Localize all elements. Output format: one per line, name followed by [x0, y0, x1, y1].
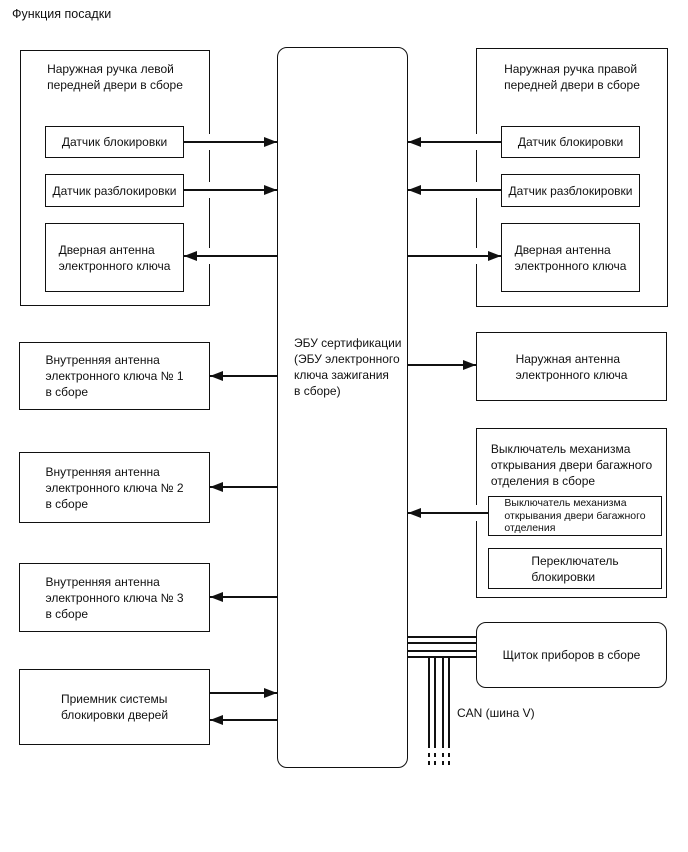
arrow-line-ecu-to-indoor-antenna-2	[210, 486, 277, 488]
node-door-lock-receiver-label: Приемник системы блокировки дверей	[60, 692, 169, 722]
can-bus-dash	[442, 761, 450, 765]
node-left-door-key-antenna-label: Дверная антенна электронного ключа	[58, 242, 171, 273]
node-ecu: ЭБУ сертификации (ЭБУ электронного ключа…	[277, 47, 408, 768]
node-luggage-door-switch-assembly-label: Выключатель механизма открывания двери б…	[490, 442, 653, 488]
node-indoor-key-antenna-3: Внутренняя антенна электронного ключа № …	[19, 563, 210, 632]
arrow-line-receiver-to-ecu	[210, 692, 277, 694]
node-left-lock-sensor-label: Датчик блокировки	[61, 135, 168, 149]
arrow-line-ecu-to-right-door-antenna	[408, 255, 501, 257]
arrow-line-ecu-to-indoor-antenna-3	[210, 596, 277, 598]
node-outside-key-antenna: Наружная антенна электронного ключа	[476, 332, 667, 401]
node-indoor-key-antenna-2-label: Внутренняя антенна электронного ключа № …	[45, 464, 184, 511]
arrowhead-right-icon	[264, 688, 277, 698]
node-instrument-cluster-label: Щиток приборов в сборе	[502, 648, 641, 662]
arrowhead-right-icon	[264, 137, 277, 147]
node-door-lock-receiver: Приемник системы блокировки дверей	[19, 669, 210, 745]
arrow-line-left-unlock-to-ecu	[184, 189, 277, 191]
node-right-front-door-handle: Наружная ручка правой передней двери в с…	[476, 48, 668, 307]
can-bus-vertical-line-1	[428, 658, 436, 748]
can-bus-label: CAN (шина V)	[457, 706, 535, 720]
arrowhead-right-icon	[488, 251, 501, 261]
node-luggage-door-opener-switch: Выключатель механизма открывания двери б…	[488, 496, 662, 536]
arrow-line-left-lock-to-ecu	[184, 141, 277, 143]
node-right-door-key-antenna-label: Дверная антенна электронного ключа	[514, 242, 627, 273]
node-indoor-key-antenna-1: Внутренняя антенна электронного ключа № …	[19, 342, 210, 410]
node-lock-switch: Переключатель блокировки	[488, 548, 662, 589]
arrow-line-ecu-to-receiver	[210, 719, 277, 721]
node-right-lock-sensor: Датчик блокировки	[501, 126, 640, 158]
arrowhead-left-icon	[210, 592, 223, 602]
node-right-front-door-handle-label: Наружная ручка правой передней двери в с…	[504, 62, 640, 92]
arrowhead-left-icon	[184, 251, 197, 261]
arrow-line-ecu-to-indoor-antenna-1	[210, 375, 277, 377]
node-right-unlock-sensor: Датчик разблокировки	[501, 174, 640, 207]
page-title: Функция посадки	[12, 7, 112, 21]
node-left-front-door-handle-label: Наружная ручка левой передней двери в сб…	[47, 62, 183, 92]
node-lock-switch-label: Переключатель блокировки	[531, 553, 619, 584]
can-bus-dash	[428, 761, 436, 765]
arrowhead-left-icon	[408, 185, 421, 195]
can-bus-dash	[428, 753, 436, 757]
node-right-door-key-antenna: Дверная антенна электронного ключа	[501, 223, 640, 292]
arrowhead-right-icon	[463, 360, 476, 370]
node-left-unlock-sensor-label: Датчик разблокировки	[52, 183, 177, 198]
node-left-lock-sensor: Датчик блокировки	[45, 126, 184, 158]
arrowhead-left-icon	[408, 137, 421, 147]
can-bus-horizontal-line-1	[408, 636, 476, 644]
node-indoor-key-antenna-1-label: Внутренняя антенна электронного ключа № …	[45, 353, 184, 399]
node-indoor-key-antenna-2: Внутренняя антенна электронного ключа № …	[19, 452, 210, 523]
node-right-lock-sensor-label: Датчик блокировки	[517, 135, 624, 149]
arrow-line-ecu-to-left-door-antenna	[184, 255, 277, 257]
arrowhead-left-icon	[210, 715, 223, 725]
can-bus-dash	[442, 753, 450, 757]
node-left-unlock-sensor: Датчик разблокировки	[45, 174, 184, 207]
node-left-front-door-handle: Наружная ручка левой передней двери в сб…	[20, 50, 210, 306]
node-outside-key-antenna-label: Наружная антенна электронного ключа	[515, 351, 628, 382]
arrow-line-luggage-switch-to-ecu	[408, 512, 488, 514]
node-right-unlock-sensor-label: Датчик разблокировки	[508, 183, 633, 198]
can-bus-vertical-line-2	[442, 658, 450, 748]
arrowhead-left-icon	[210, 482, 223, 492]
arrowhead-right-icon	[264, 185, 277, 195]
arrow-line-right-lock-to-ecu	[408, 141, 501, 143]
arrowhead-left-icon	[210, 371, 223, 381]
node-ecu-label: ЭБУ сертификации (ЭБУ электронного ключа…	[294, 336, 402, 398]
can-bus-horizontal-line-2	[408, 650, 476, 658]
node-left-door-key-antenna: Дверная антенна электронного ключа	[45, 223, 184, 292]
arrow-line-ecu-to-outside-antenna	[408, 364, 476, 366]
node-indoor-key-antenna-3-label: Внутренняя антенна электронного ключа № …	[45, 574, 184, 621]
node-luggage-door-opener-switch-label: Выключатель механизма открывания двери б…	[504, 497, 646, 535]
arrowhead-left-icon	[408, 508, 421, 518]
arrow-line-right-unlock-to-ecu	[408, 189, 501, 191]
node-instrument-cluster: Щиток приборов в сборе	[476, 622, 667, 688]
